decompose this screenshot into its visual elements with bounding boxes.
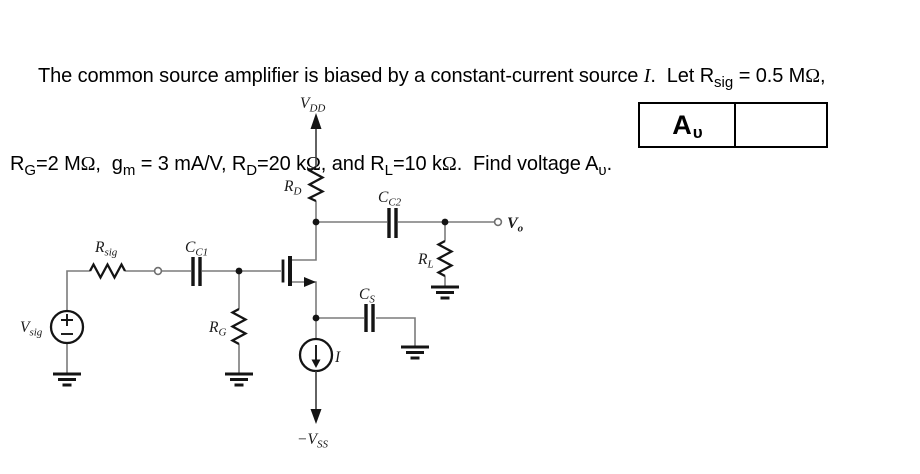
wire: [291, 201, 317, 261]
answer-gain-symbol: A: [672, 109, 692, 140]
resistor-zigzag: [436, 239, 454, 278]
text-segment: The common source amplifier is biased by…: [38, 65, 644, 87]
text-segment: , and R: [320, 153, 385, 175]
resistor-rl: RL: [417, 239, 454, 278]
text-segment: =10 k: [392, 153, 442, 175]
rd-label: RD: [283, 178, 301, 198]
voltage-source-circle: [49, 309, 85, 345]
source-vsig: Vsig: [20, 309, 85, 345]
capacitor-cc1: CC1: [185, 239, 208, 286]
junction-dot: [312, 314, 320, 322]
text-segment: ,: [820, 65, 826, 87]
text-segment: G: [24, 162, 37, 179]
junction-dot: [441, 218, 449, 226]
rg-label: RG: [208, 319, 226, 339]
text-segment: D: [246, 162, 258, 179]
current-arrow-icon: [311, 359, 321, 368]
power-rail-vss: −VSS: [297, 371, 328, 451]
rsig-label: Rsig: [94, 239, 118, 259]
capacitor-cs: CS: [359, 286, 375, 332]
mosfet-transistor: [281, 256, 316, 287]
resistor-zigzag: [88, 262, 127, 280]
text-segment: =2 M: [36, 153, 81, 175]
power-rail-vdd: VDD: [300, 95, 325, 167]
rl-label: RL: [417, 251, 434, 271]
text-segment: R: [10, 153, 25, 175]
text-segment: Ω: [805, 65, 821, 87]
capacitor-cc2: CC2: [378, 189, 402, 238]
resistor-rg: RG: [208, 307, 248, 346]
input-terminal-node: [153, 266, 163, 276]
text-segment: = 0.5 M: [733, 65, 806, 87]
text-segment: Ω: [80, 153, 96, 175]
answer-gain-subscript: υ: [692, 122, 703, 142]
text-segment: sig: [714, 74, 734, 91]
text-segment: , g: [95, 153, 123, 175]
wire: [291, 281, 317, 318]
resistor-zigzag: [230, 307, 248, 346]
vss-arrow-icon: [310, 409, 322, 424]
ground-symbol: [431, 285, 459, 300]
wire: [66, 270, 90, 311]
text-segment: m: [122, 162, 136, 179]
ground-symbol: [225, 372, 253, 387]
resistor-zigzag: [306, 165, 325, 203]
problem-line-2: RG=2 MΩ, gm = 3 mA/V, RD=20 kΩ, and RL=1…: [0, 150, 920, 180]
text-segment: υ: [598, 162, 607, 179]
current-source-label: I: [334, 349, 341, 366]
cs-label: CS: [359, 286, 375, 306]
problem-line-1: The common source amplifier is biased by…: [0, 62, 920, 92]
vsig-label: Vsig: [20, 319, 43, 339]
text-segment: = 3 mA/V, R: [135, 153, 247, 175]
text-segment: . Find voltage A: [456, 153, 599, 175]
junction-dot: [312, 218, 320, 226]
text-segment: L: [384, 162, 393, 179]
vdd-label: VDD: [300, 95, 325, 115]
text-segment: =20 k: [257, 153, 307, 175]
cc1-label: CC1: [185, 239, 208, 259]
mosfet-source-arrow-icon: [304, 277, 316, 287]
resistor-rd: RD: [283, 165, 325, 203]
text-segment: Ω: [441, 153, 457, 175]
plus-icon: [61, 314, 73, 326]
vo-label: Vo: [507, 215, 524, 235]
ground-symbol: [401, 345, 429, 360]
cc2-label: CC2: [378, 189, 402, 209]
text-segment: .: [606, 153, 613, 175]
output-terminal-node: [493, 217, 503, 227]
text-segment: I: [643, 65, 651, 87]
vss-label: −VSS: [297, 431, 328, 451]
junction-dot: [235, 267, 243, 275]
current-source-i: I: [298, 337, 341, 373]
ground-symbol: [53, 372, 81, 387]
text-segment: . Let R: [650, 65, 715, 87]
resistor-rsig: Rsig: [88, 239, 127, 280]
problem-statement: The common source amplifier is biased by…: [0, 4, 920, 238]
wire: [376, 317, 416, 346]
vdd-arrow-icon: [310, 113, 322, 129]
